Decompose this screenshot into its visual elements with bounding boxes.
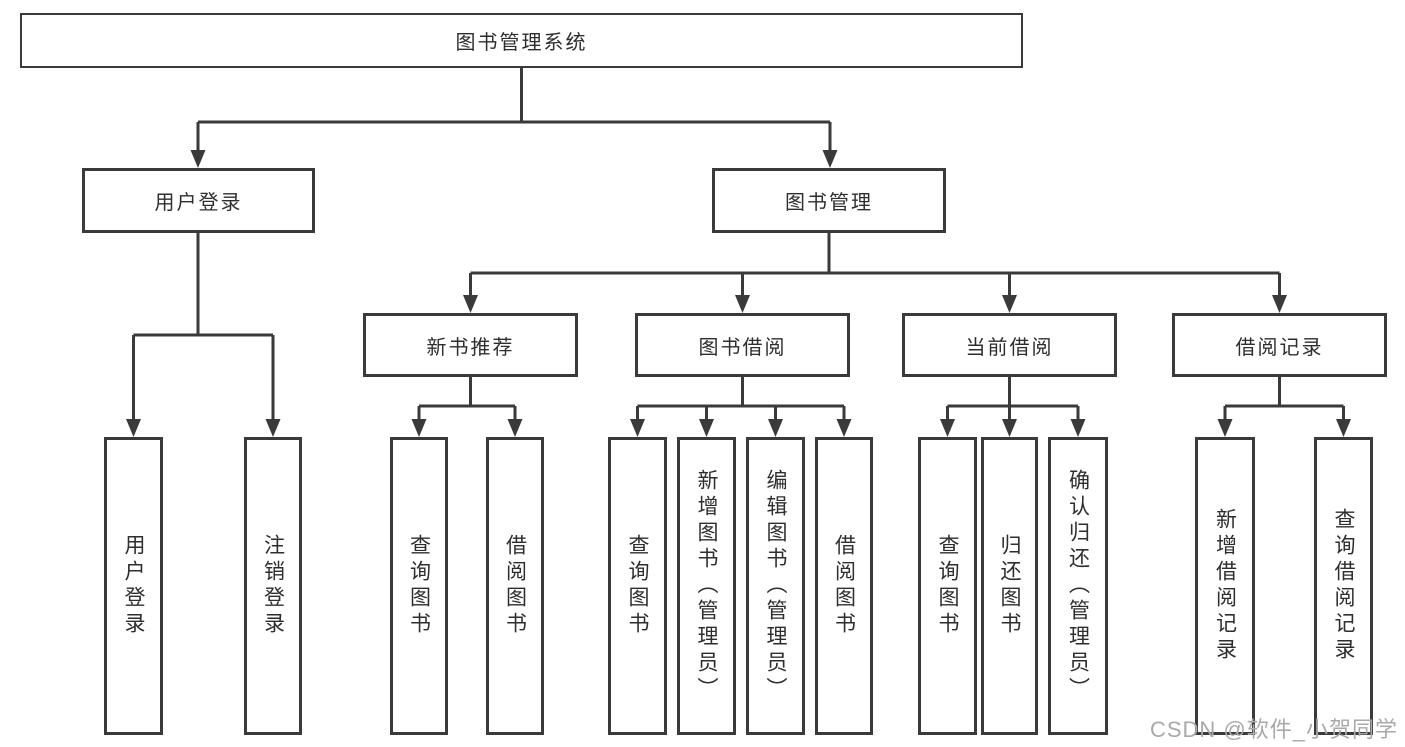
leaf-user-login: 用户登录 xyxy=(104,437,163,735)
csdn-watermark: CSDN @软件_小贺同学 xyxy=(1149,717,1398,742)
node-library-management-system: 图书管理系统 xyxy=(20,13,1023,68)
node-label: 查询图书 xyxy=(626,534,649,638)
node-label: 编辑图书（管理员） xyxy=(764,469,787,703)
node-label: 归还图书 xyxy=(998,534,1021,638)
leaf-borrowing-query-books: 查询图书 xyxy=(608,437,667,735)
leaf-return-books: 归还图书 xyxy=(981,437,1038,735)
node-label: 借阅图书 xyxy=(832,534,856,638)
node-label: 注销登录 xyxy=(261,534,285,638)
node-label: 确认归还（管理员） xyxy=(1066,469,1090,703)
leaf-current-query-books: 查询图书 xyxy=(918,437,977,735)
node-label: 查询图书 xyxy=(936,534,959,638)
node-label: 用户登录 xyxy=(154,192,243,214)
node-label: 图书借阅 xyxy=(698,336,787,359)
leaf-logout: 注销登录 xyxy=(244,437,302,735)
arrowheads xyxy=(126,150,1351,437)
node-book-management: 图书管理 xyxy=(712,168,946,233)
leaf-recommend-query-books: 查询图书 xyxy=(390,437,448,735)
node-label: 用户登录 xyxy=(122,534,145,638)
node-label: 借阅图书 xyxy=(503,534,527,638)
node-user-login: 用户登录 xyxy=(82,168,315,233)
node-label: 图书管理 xyxy=(785,192,873,214)
leaf-query-borrow-record: 查询借阅记录 xyxy=(1314,437,1373,735)
node-label: 查询借阅记录 xyxy=(1332,508,1355,664)
node-label: 查询图书 xyxy=(407,534,431,638)
node-label: 当前借阅 xyxy=(965,336,1054,359)
node-borrow-records: 借阅记录 xyxy=(1172,313,1387,377)
node-book-borrowing: 图书借阅 xyxy=(635,313,850,377)
leaf-add-books-admin: 新增图书（管理员） xyxy=(677,437,736,735)
node-label: 新增图书（管理员） xyxy=(695,469,718,703)
leaf-recommend-borrow-books: 借阅图书 xyxy=(486,437,544,735)
node-current-borrowing: 当前借阅 xyxy=(902,313,1117,377)
leaf-confirm-return-admin: 确认归还（管理员） xyxy=(1048,437,1108,735)
node-label: 新增借阅记录 xyxy=(1213,508,1237,664)
node-label: 新书推荐 xyxy=(426,336,515,359)
leaf-borrowing-borrow-books: 借阅图书 xyxy=(815,437,873,735)
node-label: 借阅记录 xyxy=(1235,336,1324,359)
node-new-book-recommend: 新书推荐 xyxy=(363,313,578,377)
leaf-add-borrow-record: 新增借阅记录 xyxy=(1195,437,1255,735)
node-label: 图书管理系统 xyxy=(455,32,588,54)
leaf-edit-books-admin: 编辑图书（管理员） xyxy=(746,437,805,735)
